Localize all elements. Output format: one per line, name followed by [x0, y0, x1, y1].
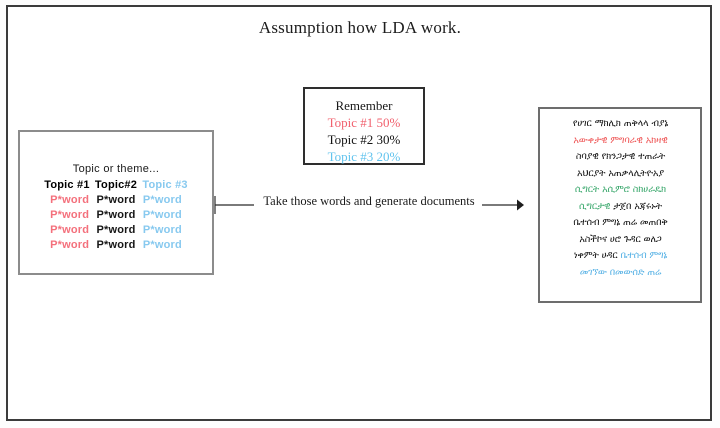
topic-header-2: Topic#2 [94, 179, 138, 191]
document-line: ሲግርት አሲምሮ ስክሀራዴክ [546, 182, 695, 199]
document-segment: ቤተሰብ ምግኔ ጠሬ መጠበቅ [573, 217, 668, 228]
word-cell: P*word [142, 239, 182, 251]
word-cell: P*word [142, 224, 182, 236]
word-cell: P*word [50, 194, 90, 206]
arrow-icon [214, 196, 524, 214]
document-line: ሲግርታዊ ታጀበ አጃሩኑት [546, 199, 695, 216]
word-cell: P*word [142, 194, 182, 206]
document-segment: ስባያዊ የክንጋታዊ ተጠራት [575, 151, 666, 162]
topic-word-row: P*word P*word P*word [20, 223, 212, 238]
remember-line-topic-3: Topic #3 20% [327, 149, 401, 164]
page-title: Assumption how LDA work. [258, 18, 462, 37]
document-segment: መገኘው በመውሰድ ጠሬ [579, 266, 662, 278]
word-cell: P*word [50, 209, 90, 221]
word-cell: P*word [50, 239, 90, 251]
document-line: አስችኮና ሀሮ ጉዳር ወለጋ [546, 232, 695, 249]
document-line: ቤተሰብ ምግኔ ጠሬ መጠበቅ [546, 215, 695, 232]
document-segment: የሀገር ማክሊክ ጠቅላላ ብያኔ [572, 118, 669, 129]
document-segment: ታጀበ አጃሩኑት [613, 200, 662, 212]
document-line: መገኘው በመውሰድ ጠሬ [546, 265, 695, 282]
document-line: አህርያት አጠቃላሊትዮአያ [546, 166, 695, 183]
word-cell: P*word [142, 209, 182, 221]
document-line: ነቀምት ሀዳር ቤተሰብ ምግኔ [546, 248, 695, 265]
document-segment: ቤተሰብ ምግኔ [620, 250, 668, 261]
document-line: የሀገር ማክሊክ ጠቅላላ ብያኔ [546, 116, 695, 133]
generated-document-box: የሀገር ማክሊክ ጠቅላላ ብያኔ አውቀታዊ ምግባራዊ አክዛዊ ስባያዊ… [538, 107, 702, 303]
remember-line-topic-1: Topic #1 50% [327, 115, 401, 130]
topics-box-content: Topic or theme... Topic #1 Topic#2 Topic… [20, 162, 212, 253]
topic-word-row: P*word P*word P*word [20, 193, 212, 208]
topic-word-row: P*word P*word P*word [20, 208, 212, 223]
topic-header-1: Topic #1 [44, 179, 90, 191]
document-line: ስባያዊ የክንጋታዊ ተጠራት [546, 149, 695, 166]
word-cell: P*word [50, 224, 90, 236]
remember-line-topic-2: Topic #2 30% [327, 132, 401, 147]
document-segment: አስችኮና ሀሮ ጉዳር ወለጋ [579, 233, 662, 245]
connector-arrow: Take those words and generate documents [214, 194, 524, 216]
word-cell: P*word [96, 194, 136, 206]
remember-title: Remember [335, 98, 393, 113]
topics-box: Topic or theme... Topic #1 Topic#2 Topic… [18, 130, 214, 275]
document-line: አውቀታዊ ምግባራዊ አክዛዊ [546, 133, 695, 150]
document-segment: አውቀታዊ ምግባራዊ አክዛዊ [573, 134, 668, 146]
document-segment: ሲግርታዊ [579, 200, 614, 212]
connector-label: Take those words and generate documents [263, 194, 475, 208]
document-segment: ነቀምት ሀዳር [573, 250, 621, 261]
topic-word-row: P*word P*word P*word [20, 238, 212, 253]
document-segment: ሲግርት አሲምሮ ስክሀራዴክ [574, 184, 667, 195]
word-cell: P*word [96, 239, 136, 251]
topic-header-3: Topic #3 [142, 179, 188, 191]
topic-theme-label: Topic or theme... [72, 163, 160, 175]
topic-headers-row: Topic #1 Topic#2 Topic #3 [20, 177, 212, 193]
word-cell: P*word [96, 224, 136, 236]
remember-box: Remember Topic #1 50% Topic #2 30% Topic… [303, 87, 425, 165]
word-cell: P*word [96, 209, 136, 221]
document-segment: አህርያት አጠቃላሊትዮአያ [577, 167, 664, 179]
